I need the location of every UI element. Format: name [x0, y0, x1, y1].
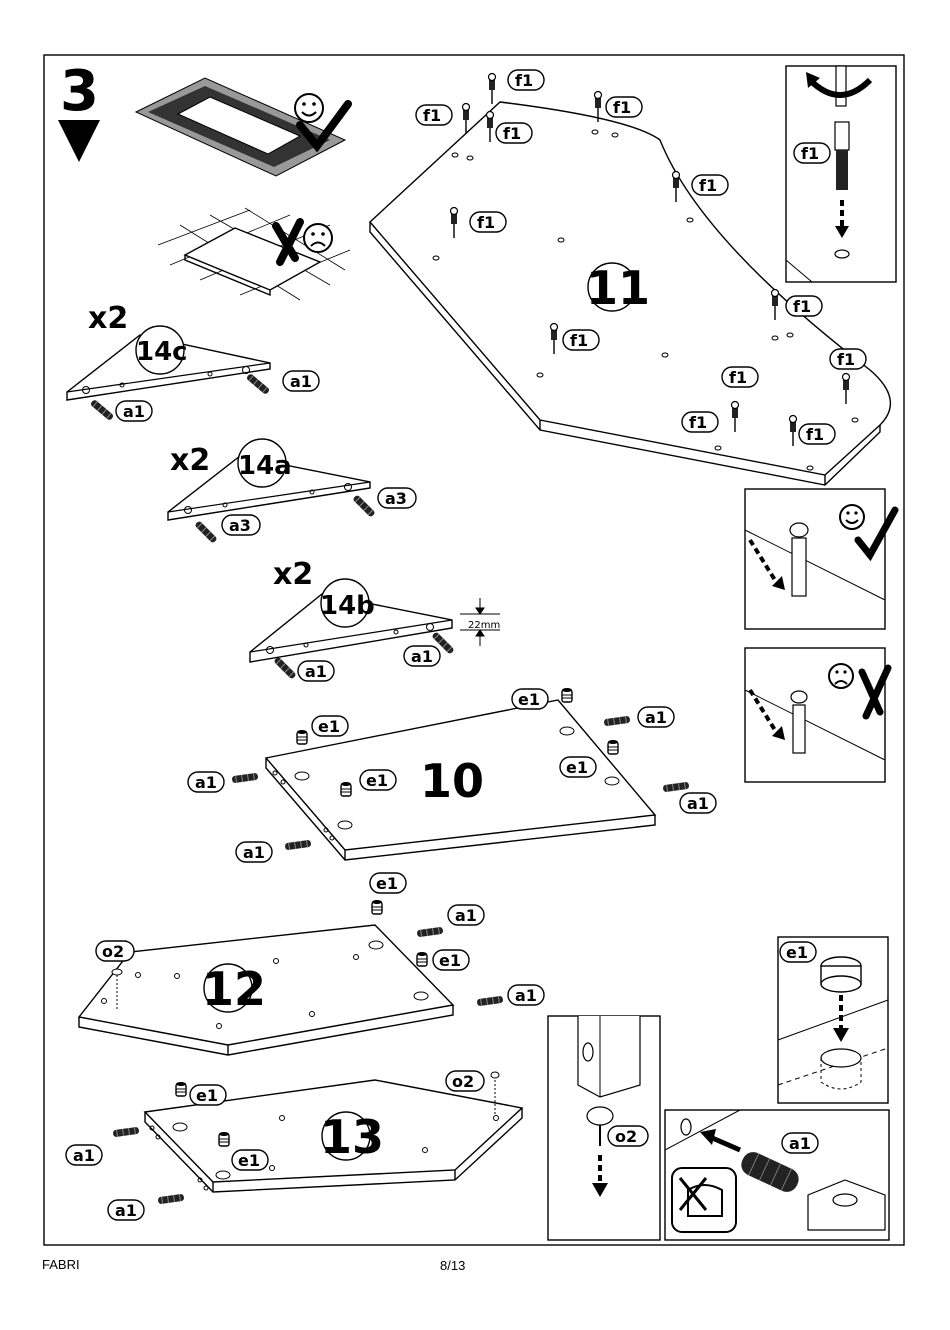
- hardware-label-f1: f1: [477, 213, 495, 232]
- hardware-label-a1: a1: [687, 794, 709, 813]
- hardware-label-a1: a1: [195, 773, 217, 792]
- detail-a1-dowel: a1: [665, 1110, 889, 1240]
- hardware-label-f1: f1: [729, 368, 747, 387]
- smiley-sad-icon: [829, 664, 853, 688]
- step-number: 3: [60, 59, 99, 124]
- dimension-22mm: 22mm: [468, 620, 500, 631]
- detail-screwdriver-f1: f1: [786, 66, 896, 282]
- detail-wrong-screw: [745, 648, 888, 782]
- hardware-label-a1: a1: [789, 1134, 811, 1153]
- panel-10-label: 10: [420, 754, 484, 808]
- hardware-label-a1: a1: [115, 1201, 137, 1220]
- smiley-sad-icon: [304, 224, 332, 252]
- quantity-label: x2: [88, 301, 128, 336]
- hardware-label-a1: a1: [515, 986, 537, 1005]
- detail-e1-cam: e1: [778, 937, 888, 1103]
- hardware-label-a1: a1: [243, 843, 265, 862]
- hardware-label-e1: e1: [376, 874, 398, 893]
- hardware-label-a1: a1: [290, 372, 312, 391]
- rug-illustration: [136, 78, 345, 176]
- part-14c: x2 14c a1 a1: [67, 301, 319, 421]
- tiled-floor-illustration: [158, 208, 350, 300]
- hardware-label-f1: f1: [689, 413, 707, 432]
- hardware-label-a1: a1: [455, 906, 477, 925]
- quantity-label: x2: [170, 443, 210, 478]
- part-14a: x2 14a a3 a3: [168, 439, 416, 544]
- hardware-label-a1: a1: [123, 402, 145, 421]
- hardware-label-o2: o2: [102, 942, 124, 961]
- hardware-label-e1: e1: [566, 758, 588, 777]
- hardware-label-e1: e1: [196, 1086, 218, 1105]
- hardware-label-e1: e1: [786, 943, 808, 962]
- hardware-label-a1: a1: [305, 662, 327, 681]
- hardware-label-f1: f1: [837, 350, 855, 369]
- smiley-happy-icon: [840, 505, 864, 529]
- quantity-label: x2: [273, 557, 313, 592]
- panel-13: [113, 1072, 522, 1204]
- part-14b: x2 14b a1 a1 22mm: [250, 557, 500, 681]
- hardware-label-f1: f1: [699, 176, 717, 195]
- hardware-label-a3: a3: [229, 516, 251, 535]
- hardware-label-f1: f1: [613, 98, 631, 117]
- hardware-label-f1: f1: [503, 124, 521, 143]
- hardware-label-e1: e1: [518, 690, 540, 709]
- hardware-label-f1: f1: [570, 331, 588, 350]
- hardware-label-a1: a1: [73, 1146, 95, 1165]
- footer-brand: FABRI: [42, 1257, 80, 1272]
- down-arrow-icon: [58, 120, 100, 162]
- hardware-label-a1: a1: [645, 708, 667, 727]
- hardware-label-e1: e1: [366, 771, 388, 790]
- part-label-14b: 14b: [320, 591, 375, 621]
- hardware-label-f1: f1: [793, 297, 811, 316]
- detail-correct-screw: [745, 489, 895, 629]
- hardware-label-a3: a3: [385, 489, 407, 508]
- hardware-label-o2: o2: [615, 1127, 637, 1146]
- smiley-happy-icon: [295, 94, 323, 122]
- hardware-label-f1: f1: [806, 425, 824, 444]
- part-label-14a: 14a: [238, 451, 292, 481]
- hardware-label-e1: e1: [439, 951, 461, 970]
- hardware-label-f1: f1: [801, 144, 819, 163]
- hardware-label-e1: e1: [318, 717, 340, 736]
- hardware-label-o2: o2: [452, 1072, 474, 1091]
- hardware-label-f1: f1: [515, 71, 533, 90]
- hardware-label-f1: f1: [423, 106, 441, 125]
- footer-page-number: 8/13: [440, 1258, 465, 1273]
- detail-o2-peg: o2: [548, 1016, 660, 1240]
- part-label-14c: 14c: [136, 337, 188, 367]
- hardware-label-e1: e1: [238, 1151, 260, 1170]
- panel-12: [79, 900, 503, 1055]
- hardware-label-a1: a1: [411, 647, 433, 666]
